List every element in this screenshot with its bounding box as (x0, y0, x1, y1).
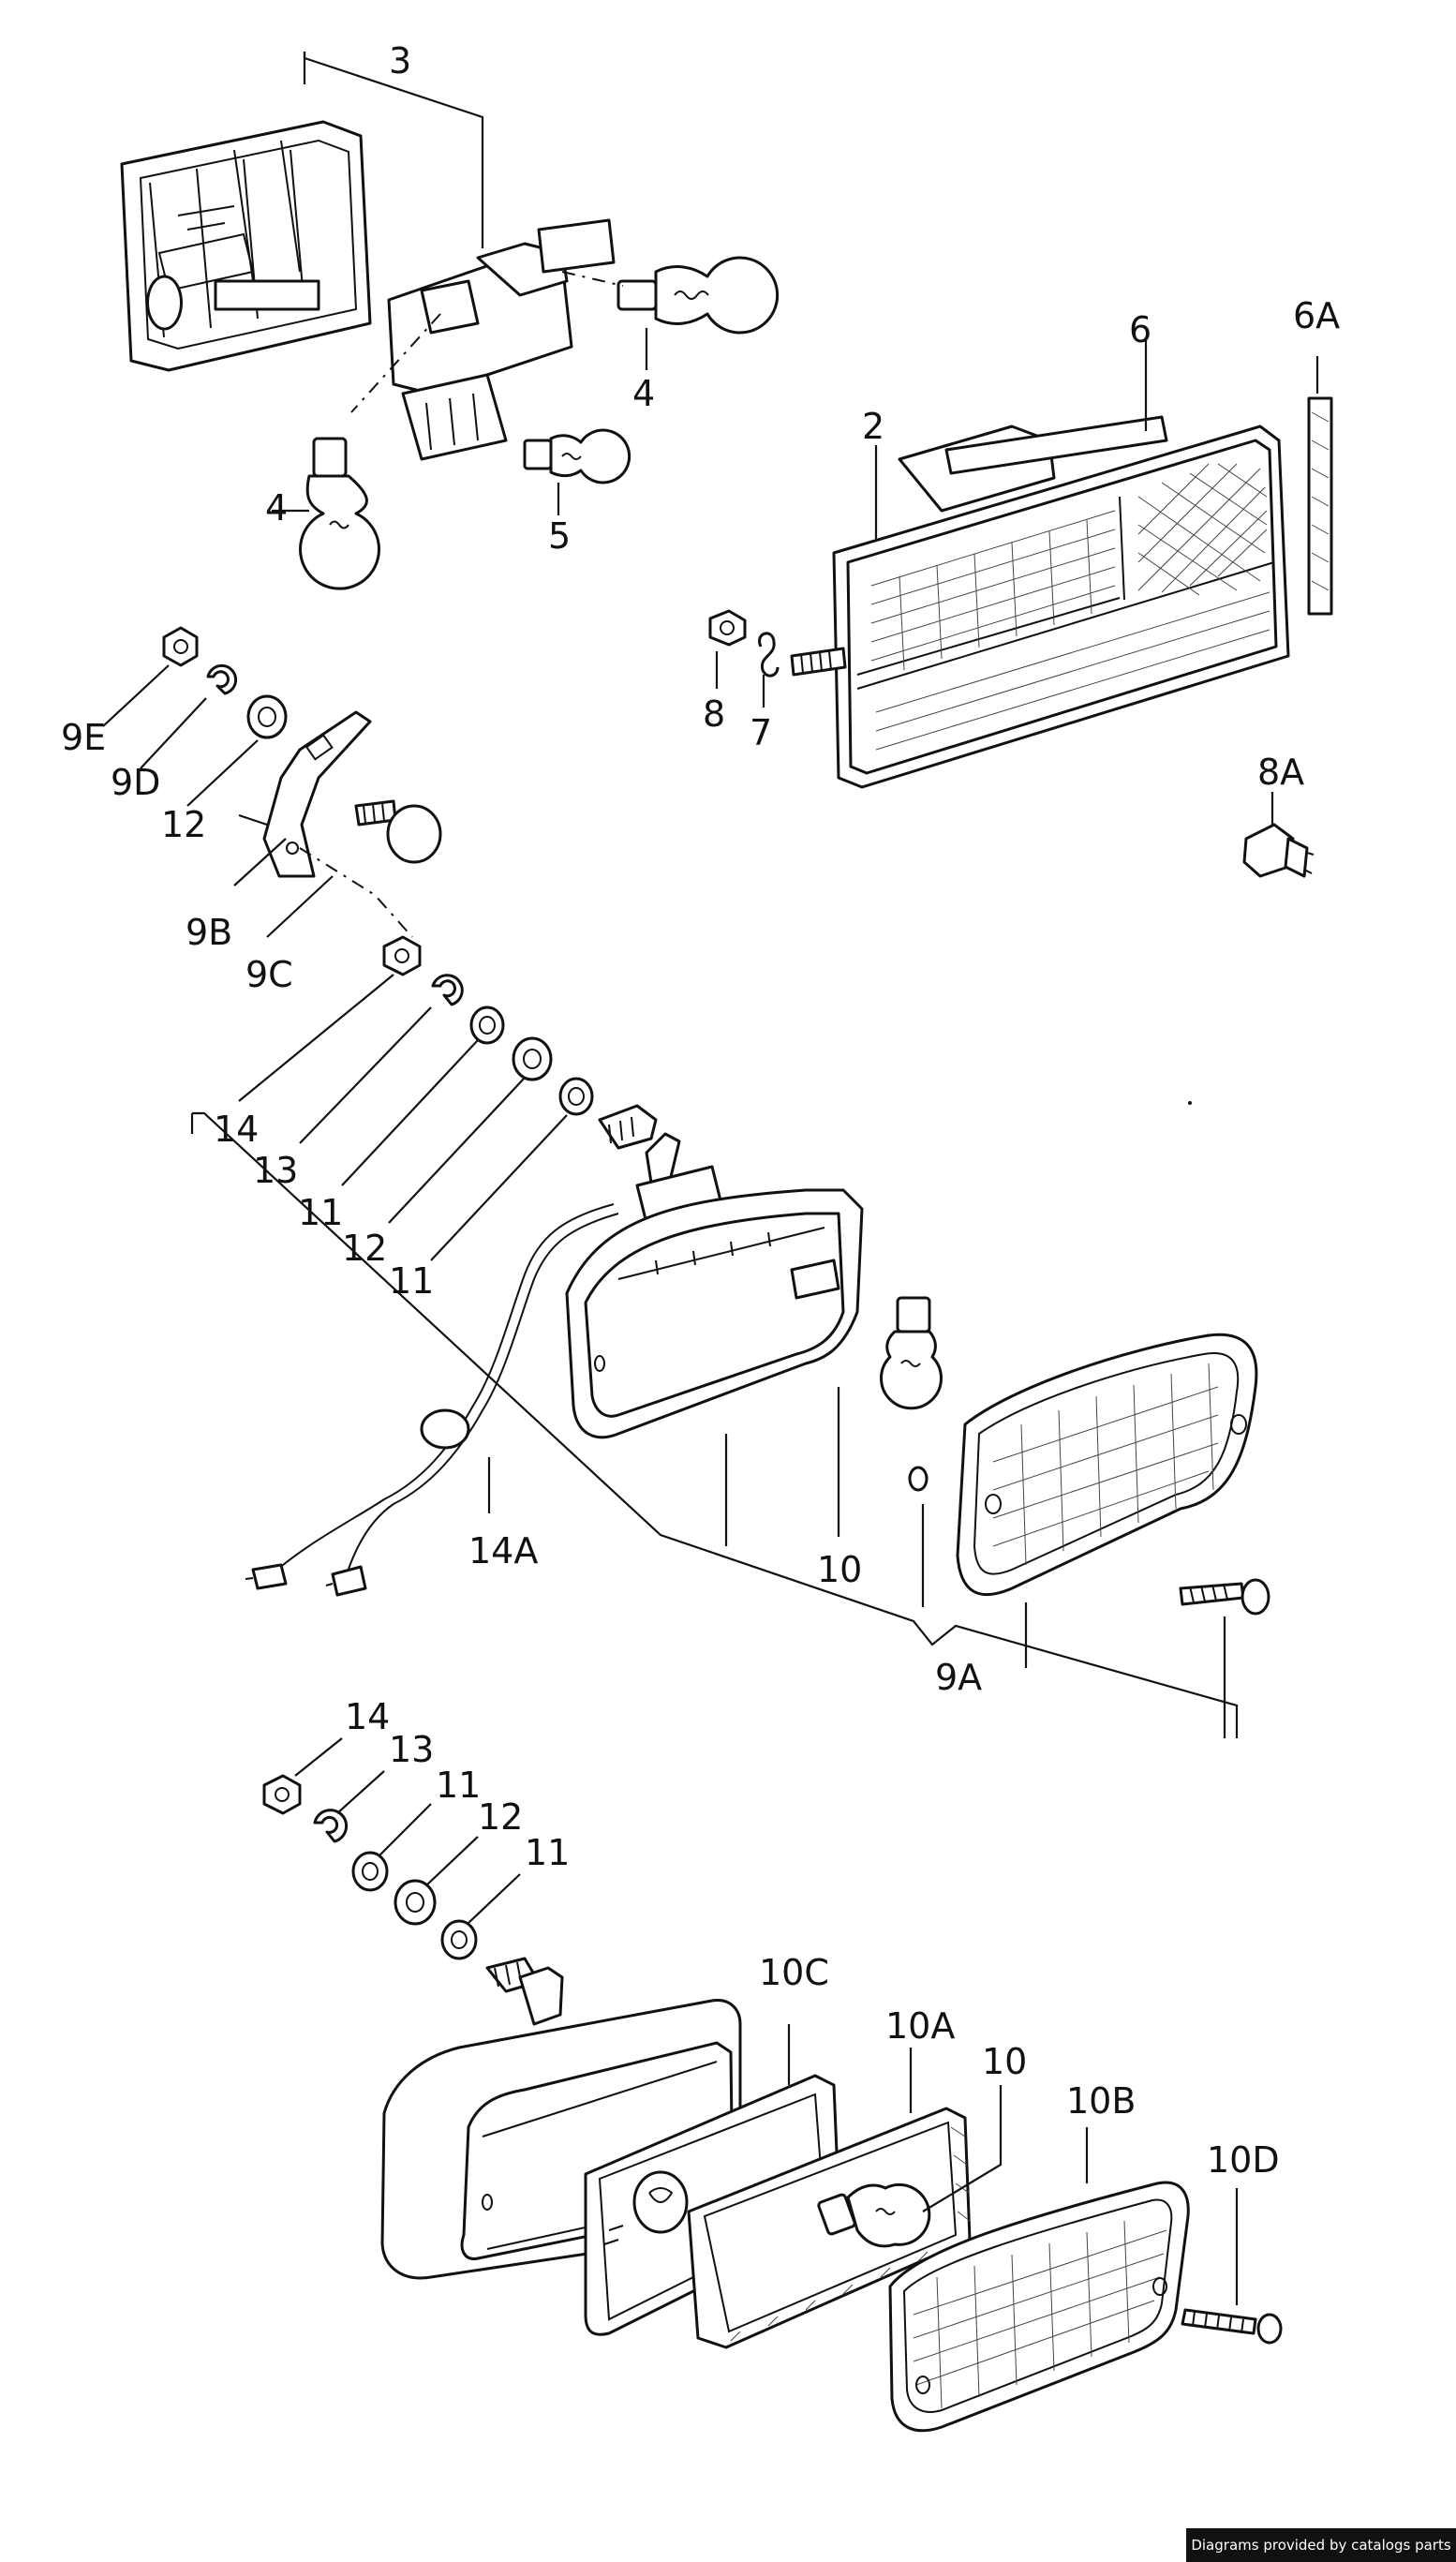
screw-10d (1181, 2308, 1283, 2345)
wiring-harness-14a (245, 1203, 619, 1597)
leader-11-middle-a (341, 1039, 479, 1186)
callout-9a: 9A (935, 1657, 982, 1698)
lock-washer-13-middle (431, 974, 464, 1006)
leader-11-lower-a (379, 1803, 432, 1856)
callout-10d: 10D (1207, 2139, 1280, 2181)
nut-14-middle (382, 935, 422, 976)
lamp-housing-9a (565, 1104, 864, 1439)
credit-badge: Diagrams provided by catalogs parts (1186, 2528, 1456, 2562)
callout-5: 5 (548, 515, 571, 557)
callout-6: 6 (1129, 309, 1151, 350)
callout-10a: 10A (885, 2005, 955, 2047)
grommet-9a (908, 1466, 929, 1492)
bulb-4-right (617, 256, 780, 335)
leader-12-lower (425, 1836, 479, 1886)
callout-9e: 9E (61, 717, 106, 758)
lock-washer-9d (206, 663, 238, 695)
washer-11-middle-a (469, 1005, 505, 1045)
nut-8 (708, 609, 747, 647)
callout-10b: 10B (1066, 2080, 1136, 2122)
bulb-socket-plate (387, 218, 616, 461)
callout-8: 8 (703, 693, 725, 735)
leader-12-upper (186, 739, 259, 807)
clip-7 (758, 632, 780, 678)
washer-11-lower-b (440, 1919, 478, 1960)
callout-11-middle-a: 11 (298, 1192, 343, 1233)
callout-9c: 9C (245, 954, 293, 995)
leader-11-lower-b (468, 1873, 521, 1924)
lens-10b (888, 2181, 1190, 2433)
callout-14a: 14A (468, 1530, 538, 1571)
leader-9c (266, 875, 334, 938)
leader-13-middle (299, 1006, 432, 1144)
callout-14-lower: 14 (345, 1696, 390, 1737)
callout-10-middle: 10 (817, 1549, 862, 1590)
rear-lamp-assembly (790, 415, 1290, 789)
callout-13-lower: 13 (389, 1729, 434, 1770)
bulb-5 (523, 428, 631, 484)
leader-10-lower (922, 2085, 1003, 2212)
callout-7: 7 (750, 712, 772, 753)
bolt-9c (354, 799, 442, 864)
lock-washer-13-lower (313, 1809, 349, 1843)
leader-14-lower (294, 1737, 343, 1777)
washer-12-lower (394, 1879, 437, 1926)
callout-9d: 9D (111, 762, 160, 803)
bracket-9b (262, 710, 372, 878)
leader-14-middle (238, 974, 394, 1102)
callout-6a: 6A (1293, 295, 1340, 336)
callout-2: 2 (862, 406, 884, 447)
callout-10-lower: 10 (982, 2041, 1027, 2082)
leader-12-middle (388, 1077, 526, 1224)
leader-9d (140, 697, 207, 769)
callout-12-upper: 12 (161, 804, 206, 845)
callout-4-right: 4 (632, 373, 655, 414)
screw-9a (1179, 1578, 1270, 1616)
leader-9b (233, 838, 287, 886)
bulb-holder-housing (120, 120, 372, 372)
leader-11-middle-b (430, 1114, 568, 1261)
socket-8a (1242, 823, 1315, 878)
washer-12-upper (246, 694, 288, 739)
nut-14-lower (262, 1774, 302, 1815)
bracket-9a (192, 1111, 1239, 1738)
lens-9a (956, 1333, 1258, 1597)
callout-3: 3 (389, 40, 411, 82)
bulb-4-left (299, 437, 380, 590)
callout-4-left: 4 (265, 487, 288, 529)
leader-13-lower (336, 1770, 385, 1814)
dash-bulb-4-left (350, 313, 441, 413)
callout-11-lower-b: 11 (525, 1832, 570, 1873)
callout-11-lower-a: 11 (436, 1765, 481, 1806)
nut-9e (162, 626, 199, 667)
callout-9b: 9B (186, 912, 232, 953)
bulb-10-middle (880, 1296, 943, 1410)
callout-13-middle: 13 (253, 1150, 298, 1191)
seal-6a (1307, 396, 1333, 616)
callout-11-middle-b: 11 (389, 1260, 434, 1302)
washer-11-middle-b (558, 1077, 594, 1116)
leader-9e (102, 664, 170, 727)
callout-8a: 8A (1257, 752, 1304, 793)
bulb-10-lower (817, 2182, 931, 2248)
callout-12-lower: 12 (478, 1796, 523, 1838)
callout-10c: 10C (759, 1952, 829, 1993)
washer-12-middle (512, 1036, 553, 1081)
washer-11-lower-a (351, 1851, 389, 1892)
